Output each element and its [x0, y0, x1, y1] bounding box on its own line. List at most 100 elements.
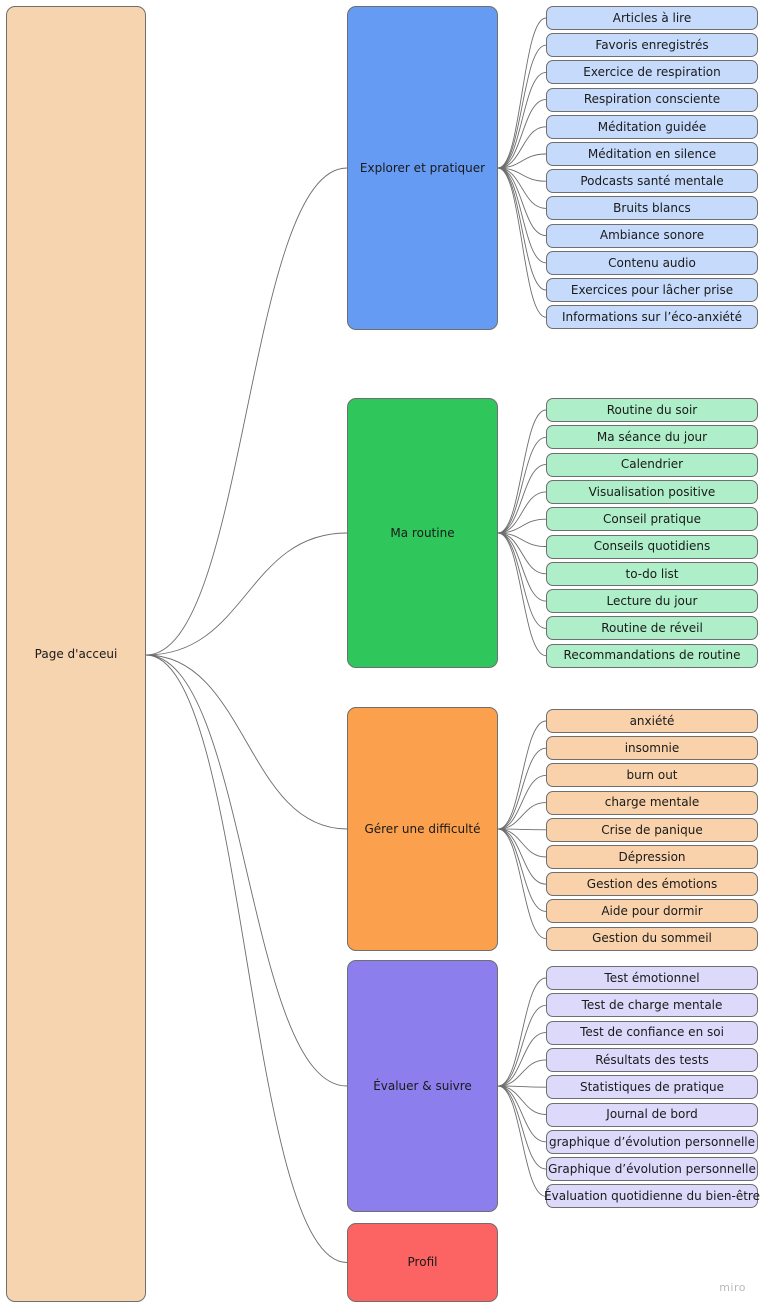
leaf-label: Dépression — [618, 849, 686, 864]
leaf-label: graphique d’évolution personnelle — [548, 1134, 756, 1149]
leaf-node[interactable]: to-do list — [546, 561, 758, 586]
leaf-node[interactable]: Routine du soir — [546, 398, 758, 422]
leaf-label: Statistiques de pratique — [579, 1079, 725, 1094]
leaf-node[interactable]: Contenu audio — [546, 250, 758, 275]
leaf-node[interactable]: Graphique d’évolution personnelle — [546, 1157, 758, 1182]
category-label: Évaluer & suivre — [373, 1078, 472, 1093]
leaf-node[interactable]: Dépression — [546, 845, 758, 869]
category-to-leaf-connector — [497, 1032, 547, 1087]
leaf-node[interactable]: Conseils quotidiens — [546, 534, 758, 559]
leaf-node[interactable]: anxiété — [546, 709, 758, 733]
category-to-leaf-connector — [497, 126, 547, 169]
leaf-node[interactable]: Méditation en silence — [546, 142, 758, 166]
root-to-category-connector — [145, 654, 348, 830]
leaf-label: charge mentale — [604, 795, 700, 810]
root-node-label: Page d'acceui — [34, 646, 118, 661]
leaf-label: Routine du soir — [606, 402, 698, 417]
leaf-label: to-do list — [625, 566, 679, 581]
leaf-node[interactable]: Évaluation quotidienne du bien-être — [544, 1184, 760, 1209]
category-profil[interactable]: Profil — [347, 1223, 498, 1302]
leaf-node[interactable]: Ambiance sonore — [546, 223, 758, 248]
leaf-node[interactable]: Informations sur l’éco-anxiété — [546, 305, 758, 330]
leaf-node[interactable]: Podcasts santé mentale — [546, 169, 758, 194]
category-evaluer-et-suivre[interactable]: Évaluer & suivre — [347, 960, 498, 1212]
category-to-leaf-connector — [497, 518, 547, 534]
category-to-leaf-connector — [497, 99, 547, 169]
leaf-node[interactable]: Exercices pour lâcher prise — [546, 278, 758, 302]
category-label: Ma routine — [390, 525, 455, 540]
leaf-label: Articles à lire — [612, 10, 692, 25]
miro-watermark: miro — [719, 1281, 746, 1294]
leaf-label: Calendrier — [620, 457, 684, 472]
category-to-leaf-connector — [497, 1004, 547, 1087]
leaf-node[interactable]: Favoris enregistrés — [546, 33, 758, 58]
category-to-leaf-connector — [497, 167, 547, 209]
leaf-node[interactable]: Ma séance du jour — [546, 425, 758, 450]
leaf-label: Respiration consciente — [583, 92, 721, 107]
leaf-node[interactable]: burn out — [546, 763, 758, 788]
leaf-label: Favoris enregistrés — [595, 37, 709, 52]
category-label: Explorer et pratiquer — [359, 160, 486, 175]
leaf-node[interactable]: Visualisation positive — [546, 479, 758, 504]
category-explorer-et-pratiquer[interactable]: Explorer et pratiquer — [347, 6, 498, 330]
root-to-category-connector — [145, 654, 348, 1263]
leaf-label: Graphique d’évolution personnelle — [548, 1161, 756, 1176]
category-to-leaf-connector — [497, 1085, 547, 1197]
leaf-node[interactable]: Journal de bord — [546, 1102, 758, 1127]
leaf-node[interactable]: Gestion des émotions — [546, 872, 758, 897]
category-to-leaf-connector — [497, 532, 547, 657]
leaf-label: Exercices pour lâcher prise — [570, 282, 734, 297]
leaf-label: Méditation guidée — [597, 119, 707, 134]
leaf-node[interactable]: Aide pour dormir — [546, 899, 758, 924]
category-to-leaf-connector — [497, 802, 547, 830]
leaf-node[interactable]: Respiration consciente — [546, 87, 758, 112]
leaf-node[interactable]: Gestion du sommeil — [546, 926, 758, 951]
leaf-node[interactable]: Exercice de respiration — [546, 60, 758, 85]
category-to-leaf-connector — [497, 167, 547, 291]
category-to-leaf-connector — [497, 1085, 547, 1170]
category-to-leaf-connector — [497, 71, 547, 169]
leaf-label: Contenu audio — [608, 255, 696, 270]
leaf-node[interactable]: Conseil pratique — [546, 507, 758, 532]
leaf-label: Test de confiance en soi — [580, 1025, 724, 1040]
leaf-node[interactable]: Résultats des tests — [546, 1047, 758, 1072]
category-to-leaf-connector — [497, 747, 547, 830]
root-to-category-connector — [145, 532, 348, 656]
leaf-node[interactable]: Articles à lire — [546, 6, 758, 30]
leaf-label: burn out — [626, 768, 678, 783]
leaf-label: Gestion des émotions — [586, 876, 718, 891]
category-to-leaf-connector — [497, 828, 547, 885]
leaf-node[interactable]: Calendrier — [546, 452, 758, 477]
category-to-leaf-connector — [497, 532, 547, 575]
leaf-node[interactable]: graphique d’évolution personnelle — [546, 1129, 758, 1154]
leaf-node[interactable]: Statistiques de pratique — [546, 1075, 758, 1100]
leaf-node[interactable]: Recommandations de routine — [546, 643, 758, 668]
category-to-leaf-connector — [497, 828, 547, 831]
category-to-leaf-connector — [497, 977, 547, 1087]
leaf-node[interactable]: Méditation guidée — [546, 114, 758, 139]
leaf-label: Gestion du sommeil — [592, 931, 712, 946]
leaf-node[interactable]: Test émotionnel — [546, 966, 758, 990]
leaf-node[interactable]: Test de charge mentale — [546, 993, 758, 1018]
leaf-label: Conseils quotidiens — [593, 539, 711, 554]
leaf-node[interactable]: Routine de réveil — [546, 616, 758, 641]
root-node-page-accueil[interactable]: Page d'acceui — [6, 6, 146, 1302]
category-to-leaf-connector — [497, 17, 547, 169]
leaf-label: Aide pour dormir — [601, 904, 703, 919]
leaf-label: Journal de bord — [606, 1107, 698, 1122]
leaf-node[interactable]: Lecture du jour — [546, 589, 758, 614]
leaf-node[interactable]: charge mentale — [546, 790, 758, 815]
leaf-node[interactable]: Test de confiance en soi — [546, 1020, 758, 1045]
category-ma-routine[interactable]: Ma routine — [347, 398, 498, 668]
category-to-leaf-connector — [497, 774, 547, 830]
leaf-node[interactable]: insomnie — [546, 736, 758, 761]
leaf-node[interactable]: Crise de panique — [546, 817, 758, 842]
leaf-label: Recommandations de routine — [563, 648, 741, 663]
category-to-leaf-connector — [497, 44, 547, 169]
category-to-leaf-connector — [497, 436, 547, 534]
category-to-leaf-connector — [497, 1059, 547, 1087]
leaf-label: Évaluation quotidienne du bien-être — [544, 1189, 760, 1204]
category-gerer-une-difficulte[interactable]: Gérer une difficulté — [347, 707, 498, 951]
leaf-node[interactable]: Bruits blancs — [546, 196, 758, 221]
